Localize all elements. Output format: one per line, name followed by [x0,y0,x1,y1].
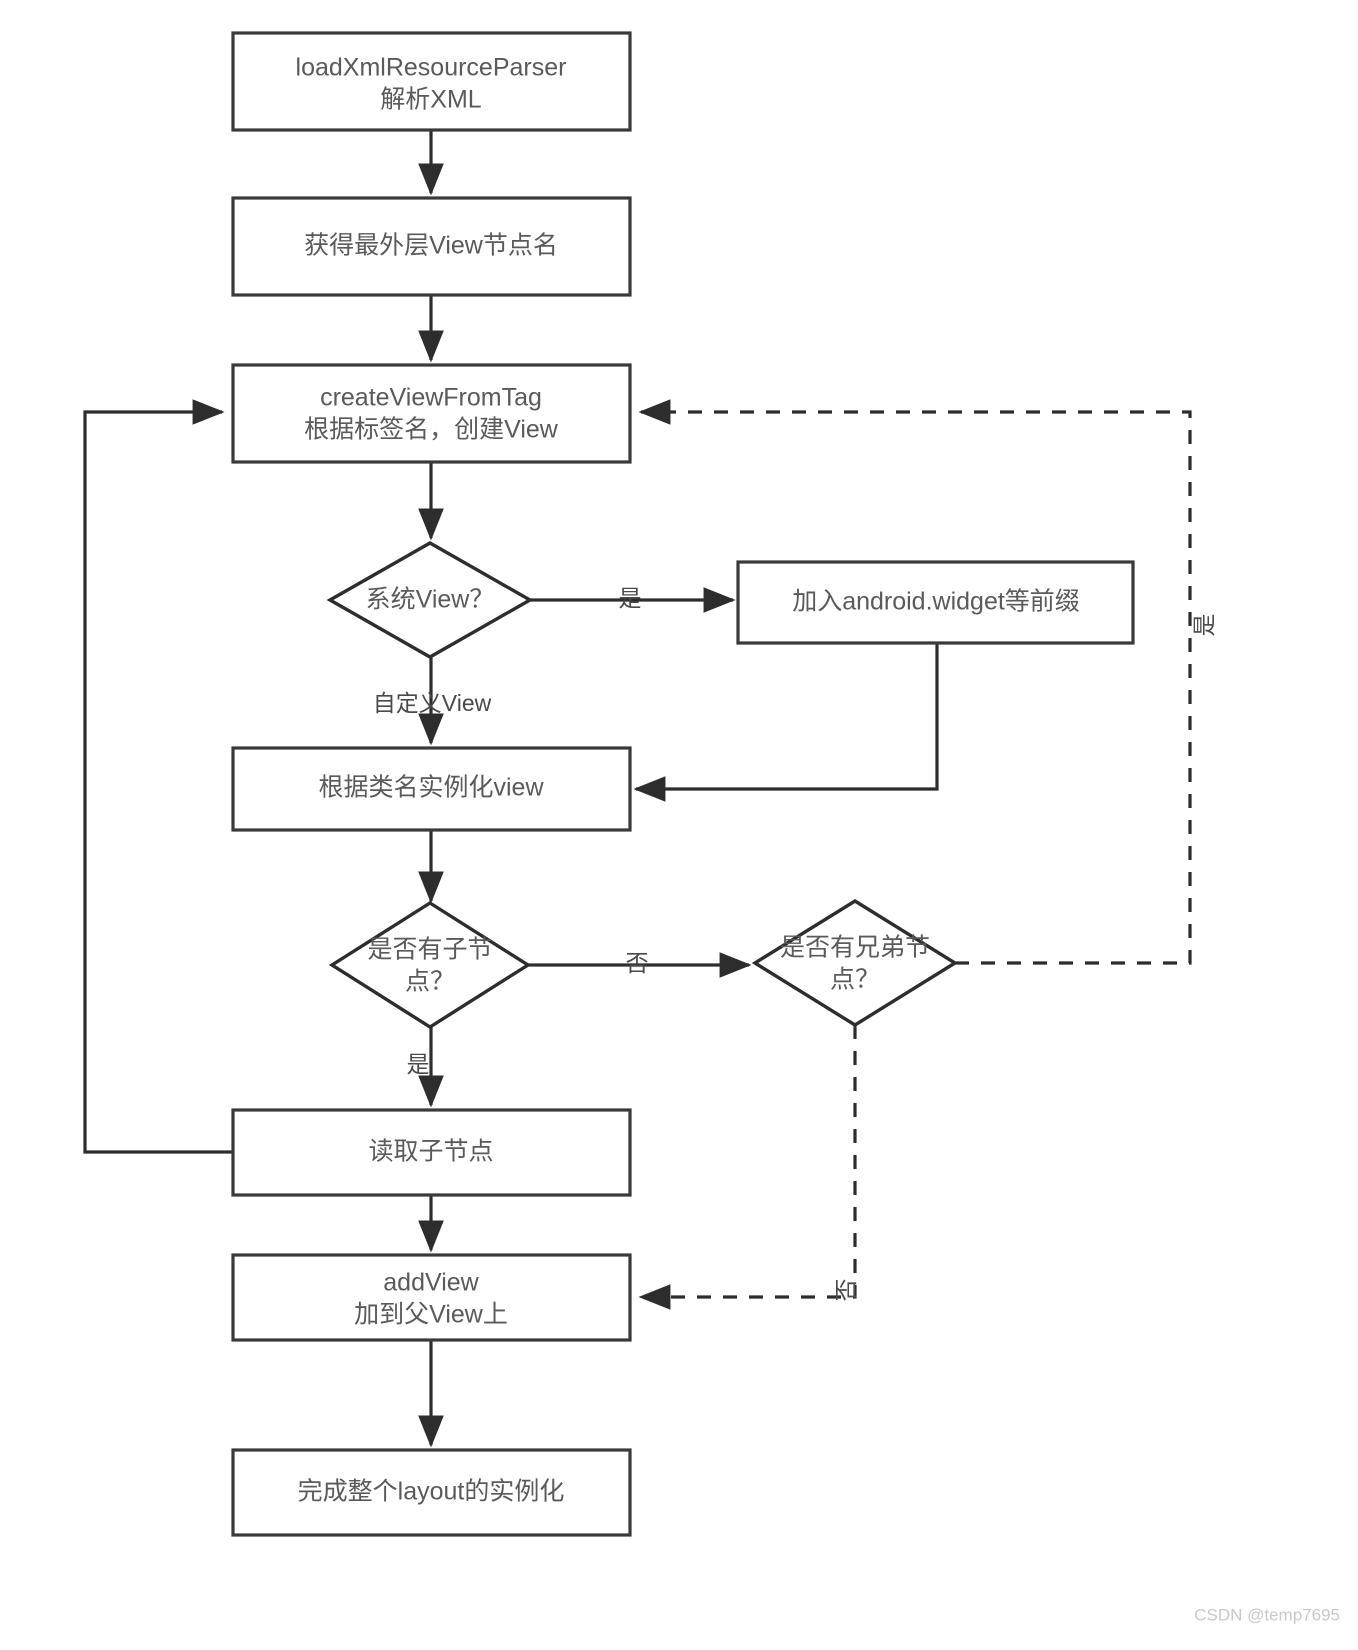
node-label-line2: 解析XML [380,86,482,114]
edge-label-issystem-yes: 是 [619,585,642,611]
edge-prefix-to-instantiate [633,643,939,802]
node-box [231,1253,632,1342]
node-label-line2: 点？ [830,966,880,994]
node-box [231,746,632,832]
node-label-line1: loadXmlResourceParser [296,54,567,82]
watermark-label: CSDN @temp7695 [1194,1605,1340,1624]
node-box [231,1108,632,1197]
node-box [231,363,632,464]
edge-label-issystem-custom: 自定义View [373,690,492,716]
edge-label-hassibling-yes: 是 [1191,614,1217,637]
edge-label-haschild-yes: 是 [407,1051,430,1077]
node-label-line2: 加到父View上 [354,1301,508,1329]
decision-diamond [751,898,959,1028]
edge-readchild-loop-create [83,399,233,1154]
node-instantiate-view-by-classname[interactable]: 根据类名实例化view [231,746,632,832]
node-box [231,196,632,297]
node-label-line1: 完成整个layout的实例化 [298,1478,565,1506]
node-has-child-node[interactable]: 是否有子节 点？ [328,900,532,1030]
node-read-child-node[interactable]: 读取子节点 [231,1108,632,1197]
edge-hassibling-yes-create [638,399,1192,965]
node-label-line1: 系统View？ [366,586,495,614]
node-label-line1: createViewFromTag [320,384,542,412]
node-label-line1: 根据类名实例化view [318,774,544,802]
node-load-xml-resource-parser[interactable]: loadXmlResourceParser 解析XML [231,31,632,132]
edge-label-haschild-no: 否 [626,950,649,976]
node-label-line2: 点？ [405,968,455,996]
node-label-line1: 加入android.widget等前缀 [792,588,1080,616]
decision-diamond [326,541,534,659]
node-finish-layout-instantiation[interactable]: 完成整个layout的实例化 [231,1448,632,1537]
node-label-line2: 根据标签名，创建View [304,416,559,444]
node-add-android-widget-prefix[interactable]: 加入android.widget等前缀 [736,560,1135,645]
node-get-root-view-tag[interactable]: 获得最外层View节点名 [231,196,632,297]
node-label-line1: 是否有子节 [367,936,492,964]
node-box [231,31,632,132]
node-box [231,1448,632,1537]
node-add-view-to-parent[interactable]: addView 加到父View上 [231,1253,632,1342]
edge-label-hassibling-no: 否 [833,1279,859,1302]
node-label-line1: addView [383,1269,479,1297]
decision-diamond [328,900,532,1030]
node-label-line1: 是否有兄弟节 [780,934,930,962]
node-label-line1: 读取子节点 [368,1138,493,1166]
node-has-sibling-node[interactable]: 是否有兄弟节 点？ [751,898,959,1028]
node-is-system-view[interactable]: 系统View？ [326,541,534,659]
node-box [736,560,1135,645]
node-label-line1: 获得最外层View节点名 [304,232,558,260]
node-create-view-from-tag[interactable]: createViewFromTag 根据标签名，创建View [231,363,632,464]
edge-hassibling-no-addview [638,1025,857,1310]
